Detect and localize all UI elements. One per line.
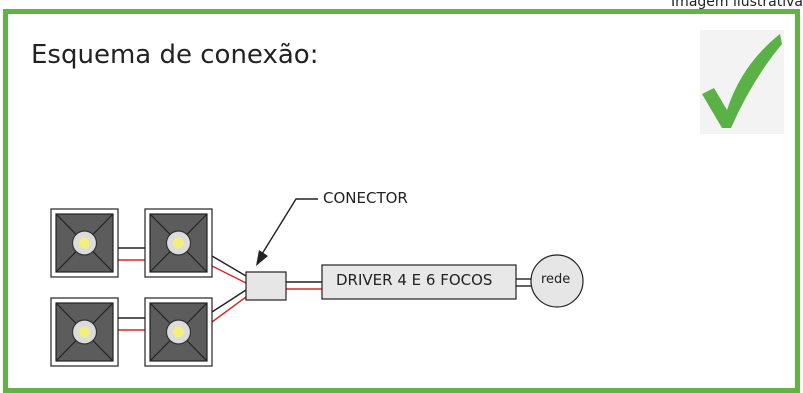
- page-title: Esquema de conexão:: [31, 40, 319, 70]
- connector-label: CONECTOR: [323, 189, 408, 207]
- driver-input-wires: [286, 281, 322, 290]
- mains-wires: [516, 278, 532, 287]
- diagram-frame: [3, 9, 800, 393]
- connector-input-wires: [211, 255, 247, 323]
- spotlight-top-left: [50, 208, 119, 278]
- spotlight-bottom-right: [144, 297, 213, 367]
- connector-leader-arrow: [256, 198, 318, 266]
- mains-circle: [530, 254, 584, 308]
- checkmark-icon: [700, 30, 784, 134]
- driver-box: [321, 264, 517, 300]
- driver-label: DRIVER 4 E 6 FOCOS: [336, 271, 493, 289]
- mains-label: rede: [541, 272, 571, 287]
- spotlight-bottom-left: [50, 297, 119, 367]
- connector-block: [245, 271, 287, 301]
- spot-link-wires: [118, 247, 146, 331]
- illustrative-image-caption: Imagem ilustrativa: [671, 0, 803, 10]
- spotlight-top-right: [144, 208, 213, 278]
